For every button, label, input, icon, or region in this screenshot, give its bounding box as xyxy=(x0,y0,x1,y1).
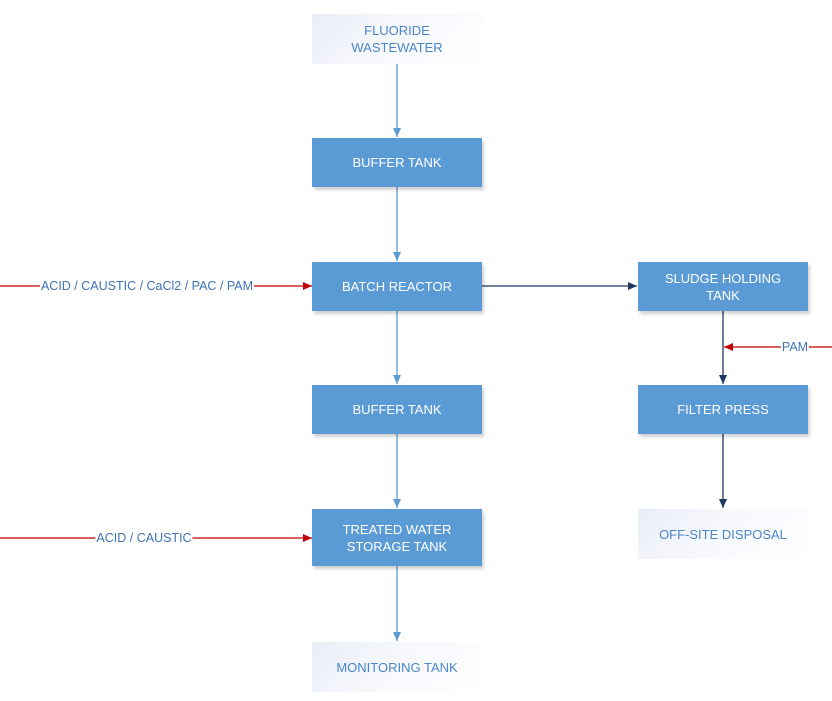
node-batch-reactor: BATCH REACTOR xyxy=(312,262,482,311)
node-buffer-tank-1: BUFFER TANK xyxy=(312,138,482,187)
edge-label-reactor-chemicals: ACID / CAUSTIC / CaCl2 / PAC / PAM xyxy=(39,279,255,293)
node-treated-water-storage: TREATED WATER STORAGE TANK xyxy=(312,509,482,566)
edge-label-filter-pam: PAM xyxy=(780,340,810,354)
node-filter-press: FILTER PRESS xyxy=(638,385,808,434)
node-buffer-tank-2-label: BUFFER TANK xyxy=(352,402,442,417)
node-treated-water-storage-label: TREATED WATER STORAGE TANK xyxy=(342,521,452,554)
node-batch-reactor-label: BATCH REACTOR xyxy=(341,279,453,294)
node-offsite-disposal: OFF-SITE DISPOSAL xyxy=(638,509,808,559)
node-sludge-holding-tank-label: SLUDGE HOLDING TANK xyxy=(664,270,782,303)
node-monitoring-tank-label: MONITORING TANK xyxy=(336,659,458,675)
node-filter-press-label: FILTER PRESS xyxy=(677,402,769,417)
node-buffer-tank-2: BUFFER TANK xyxy=(312,385,482,434)
node-monitoring-tank: MONITORING TANK xyxy=(312,642,482,692)
node-buffer-tank-1-label: BUFFER TANK xyxy=(352,155,442,170)
edge-label-treated-chemicals: ACID / CAUSTIC xyxy=(95,531,193,545)
node-offsite-disposal-label: OFF-SITE DISPOSAL xyxy=(659,526,787,542)
node-fluoride-wastewater: FLUORIDE WASTEWATER xyxy=(312,14,482,64)
node-sludge-holding-tank: SLUDGE HOLDING TANK xyxy=(638,262,808,311)
node-fluoride-wastewater-label: FLUORIDE WASTEWATER xyxy=(351,23,443,55)
